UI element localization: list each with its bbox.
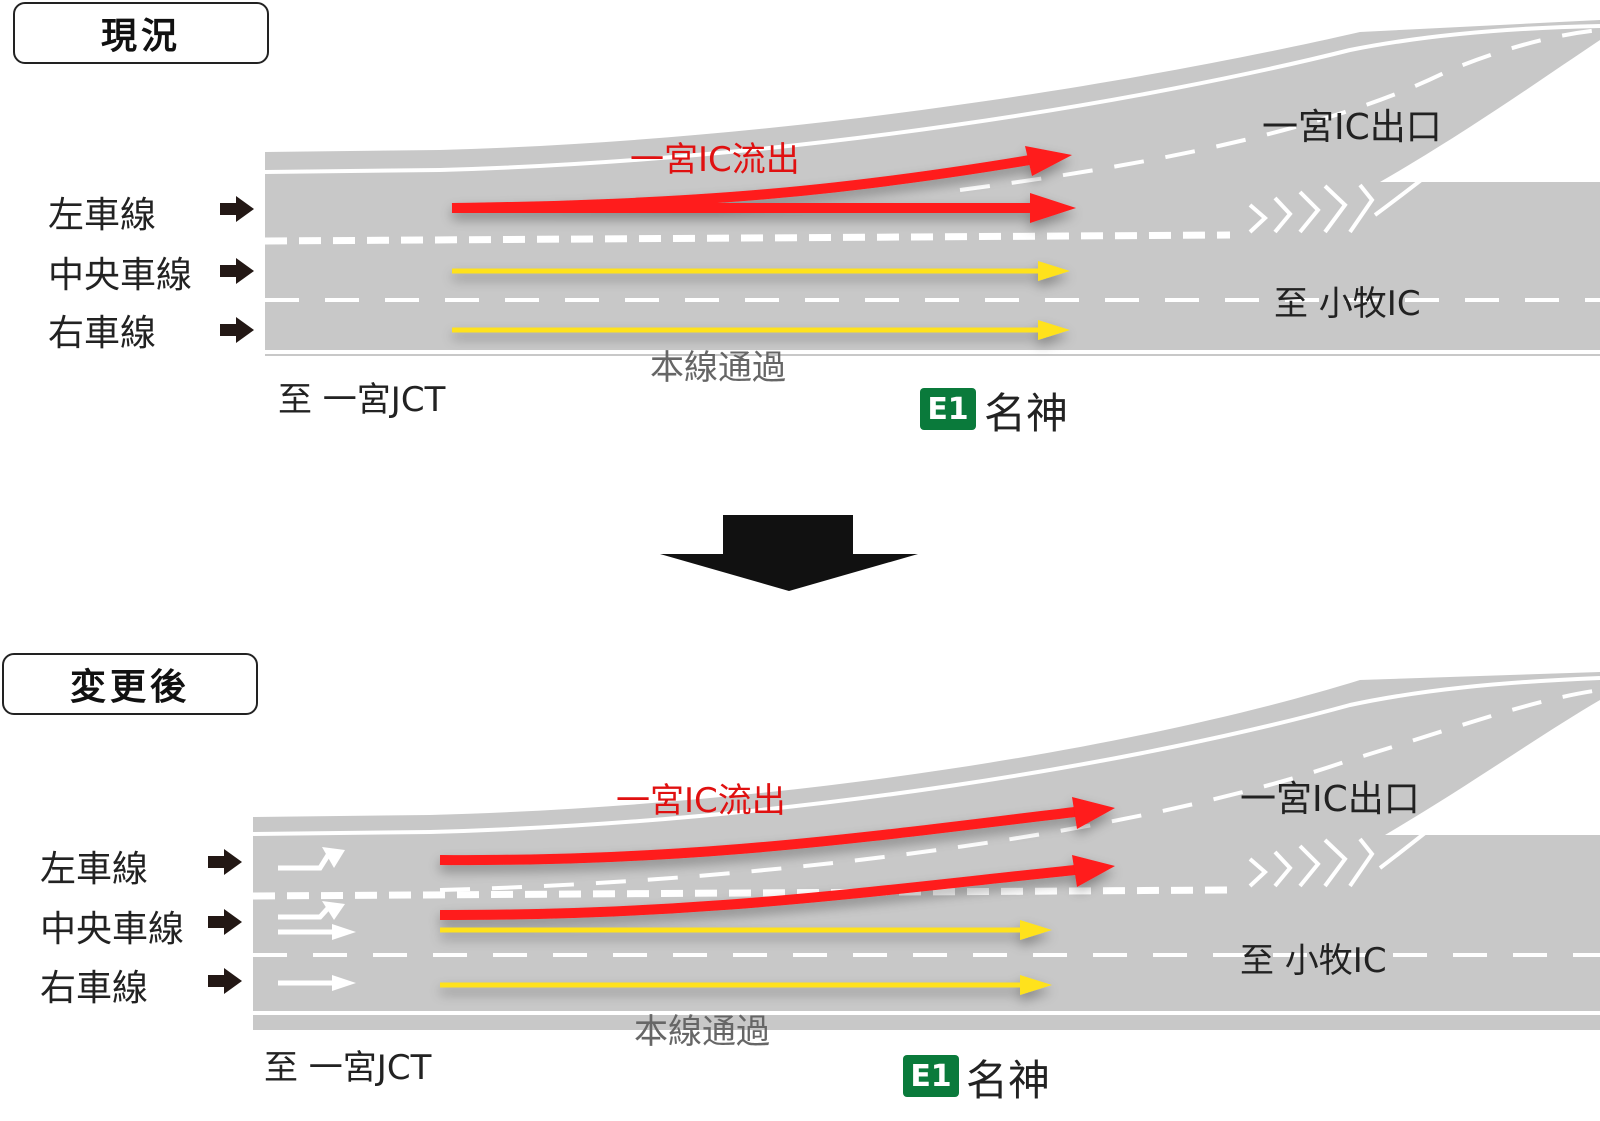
- ramp-dashed-line: [439, 688, 1600, 892]
- destination-komaki: 至 小牧IC: [1274, 284, 1421, 324]
- ramp-dashed-line: [959, 28, 1600, 192]
- route-name: 名神: [984, 389, 1069, 438]
- exit-name-label: 一宮IC出口: [1262, 107, 1442, 148]
- exit-flow-arrowhead: [1072, 855, 1115, 887]
- chevron-hatch-icon: [1248, 837, 1375, 888]
- through-flow-arrows: [452, 261, 1070, 340]
- panel-before-road: [264, 20, 1600, 356]
- destination-komaki: 至 小牧IC: [1240, 941, 1387, 981]
- right-arrow-icon: [220, 196, 254, 222]
- lane-label-left: 左車線: [48, 195, 157, 236]
- right-arrow-icon: [208, 968, 242, 994]
- ramp-edge-line-right: [1378, 703, 1600, 870]
- exit-flow-arrow: [439, 865, 1076, 921]
- exit-ramp-end: [1380, 40, 1600, 182]
- lane-label-right: 右車線: [40, 968, 149, 1009]
- through-flow-arrowhead: [1020, 920, 1052, 940]
- through-flow-label: 本線通過: [650, 348, 786, 388]
- exit-flow-label: 一宮IC流出: [616, 781, 786, 821]
- destination-ichinomiya: 至 一宮JCT: [264, 1048, 432, 1088]
- chevron-hatch-icon: [1248, 183, 1375, 234]
- panel-title-before: 現況: [13, 2, 269, 64]
- route-badge: E1: [920, 388, 976, 430]
- lane-divider-dotted: [252, 886, 1231, 900]
- right-arrow-icon: [208, 909, 242, 935]
- lane-left-turn-icon: [278, 847, 345, 871]
- lane-label-center: 中央車線: [48, 255, 193, 296]
- through-flow-arrowhead: [1038, 261, 1070, 281]
- down-arrow-icon: [660, 515, 918, 591]
- through-flow-arrows: [440, 920, 1052, 995]
- lane-label-left: 左車線: [40, 849, 149, 890]
- lane-label-center: 中央車線: [40, 909, 185, 950]
- lane-straight-icon: [278, 924, 356, 940]
- through-flow-arrowhead: [1038, 320, 1070, 340]
- lane-arrows-before: [220, 196, 254, 343]
- lane-left-turn-icon: [278, 901, 345, 920]
- exit-flow-arrowhead: [1030, 193, 1076, 223]
- exit-flow-label: 一宮IC流出: [630, 140, 800, 180]
- exit-name-label: 一宮IC出口: [1240, 779, 1420, 820]
- right-arrow-icon: [208, 849, 242, 875]
- right-arrow-icon: [220, 258, 254, 284]
- lane-label-right: 右車線: [48, 313, 157, 354]
- lane-straight-icon: [278, 975, 356, 991]
- lane-divider-dotted: [264, 231, 1231, 245]
- lane-arrows-after: [208, 849, 242, 994]
- exit-flow-arrows: [451, 146, 1076, 223]
- right-arrow-icon: [220, 317, 254, 343]
- exit-flow-arrowhead: [1072, 797, 1115, 829]
- exit-flow-arrowhead: [1025, 146, 1072, 176]
- panel-after-road: [252, 672, 1600, 1030]
- exit-flow-arrow: [439, 807, 1076, 866]
- panel-title-after: 変更後: [2, 653, 258, 715]
- exit-ramp-end: [1385, 700, 1600, 835]
- route-name: 名神: [966, 1056, 1051, 1105]
- route-badge: E1: [903, 1055, 959, 1097]
- through-flow-label: 本線通過: [634, 1012, 770, 1052]
- ramp-edge-line: [264, 24, 1600, 174]
- ramp-edge-line-right: [1373, 48, 1600, 217]
- destination-ichinomiya: 至 一宮JCT: [278, 380, 446, 420]
- exit-flow-arrows: [439, 797, 1115, 921]
- through-flow-arrowhead: [1020, 975, 1052, 995]
- ramp-edge-line: [252, 676, 1600, 836]
